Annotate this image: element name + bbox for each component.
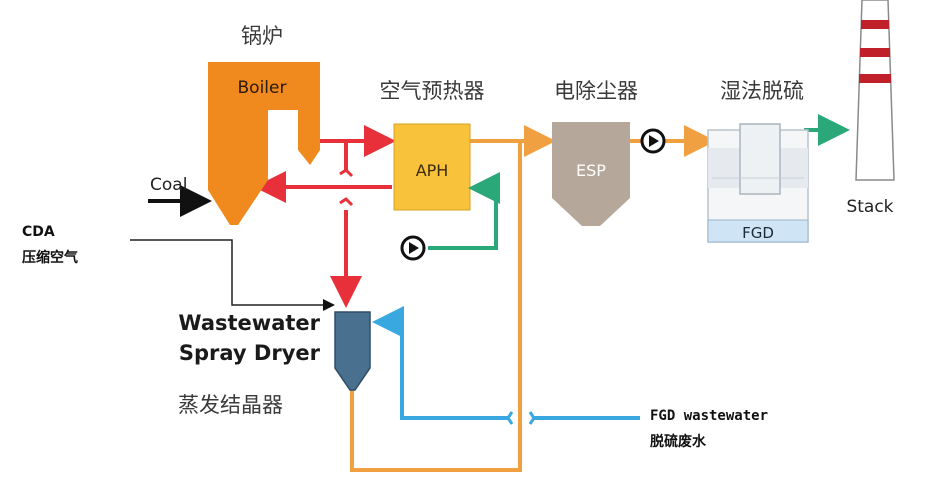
spray-dryer [334,311,371,391]
blue-wastewater-line [372,306,640,420]
esp-cn-label: 电除尘器 [554,79,638,103]
fgd-label: FGD [742,224,774,242]
blue-line-crossing [506,411,536,425]
aph-cn-label: 空气预热器 [380,79,485,103]
boiler-cn-label: 锅炉 [241,24,283,48]
fan-icon [640,128,666,154]
boiler [208,62,320,225]
cda-label: CDA [22,224,55,240]
orange-recirculation-line [350,140,522,472]
air-pump-icon [400,235,426,261]
fgd-unit [707,123,809,243]
fgd-wastewater-cn-label: 脱硫废水 [650,433,707,450]
fgd-cn-label: 湿法脱硫 [720,79,804,103]
aph-box [393,123,471,211]
fgd-wastewater-label: FGD wastewater [650,408,768,424]
dryer-cn-label: 蒸发结晶器 [178,393,283,417]
esp-body [552,122,630,226]
red-flue-gas-lines [254,125,396,308]
dryer-label-line1: Wastewater [178,311,320,335]
esp-label: ESP [576,161,606,180]
dryer-label-line2: Spray Dryer [179,341,321,365]
green-air-line [428,114,850,250]
stack [855,0,895,181]
boiler-label: Boiler [238,78,287,98]
red-line-crossings [339,168,354,207]
cda-cn-label: 压缩空气 [22,249,78,266]
coal-label: Coal [150,175,187,195]
stack-label: Stack [846,197,893,217]
cda-line [130,239,335,311]
aph-label: APH [416,161,449,180]
